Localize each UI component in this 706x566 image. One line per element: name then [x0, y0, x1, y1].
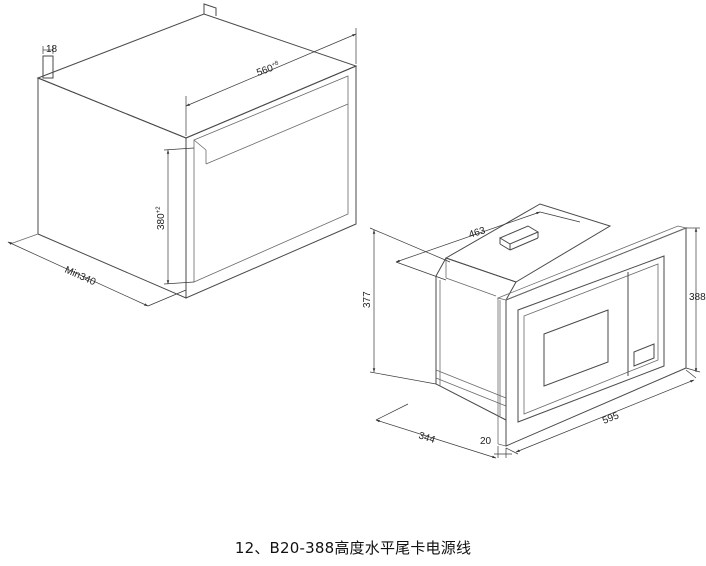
svg-text:560+8: 560+8: [255, 60, 281, 79]
dim-frame-width: 595: [505, 369, 697, 455]
dim-frame-height: 388: [685, 227, 706, 373]
dim-frame-thickness-label: 20: [480, 436, 492, 447]
dim-frame-thickness: 20: [480, 436, 512, 458]
dim-height-tol: +2: [156, 206, 162, 214]
microwave-top-bracket: [498, 225, 540, 245]
cabinet-drawing: [9, 3, 358, 299]
figure-caption: 12、B20-388高度水平尾卡电源线: [234, 539, 472, 557]
microwave-frame-outer: [505, 227, 687, 447]
dim-frame-width-label: 595: [601, 410, 621, 427]
cabinet-top-face: [36, 13, 358, 139]
svg-text:380+2: 380+2: [156, 206, 167, 230]
dim-body-depth: 463: [395, 211, 581, 281]
microwave-window: [543, 309, 609, 387]
dim-flange: 18: [42, 44, 58, 55]
dim-height: 380+2: [156, 147, 195, 285]
microwave-drawing: [435, 203, 688, 447]
dim-rear-depth-label: 344: [417, 430, 437, 446]
cabinet-opening: [193, 75, 349, 283]
dim-width: 560+8: [185, 28, 357, 136]
dim-rear-depth: 344: [375, 403, 497, 459]
dim-frame-height-label: 388: [689, 292, 706, 303]
dim-body-height-label: 377: [362, 291, 373, 308]
microwave-body-side: [435, 257, 517, 421]
microwave-display: [633, 343, 655, 367]
microwave-body-top: [444, 203, 612, 283]
dim-height-label: 380: [156, 213, 167, 230]
dim-body-depth-label: 463: [468, 225, 488, 241]
cabinet-flange-tab: [42, 55, 54, 79]
dim-flange-label: 18: [46, 44, 58, 55]
dim-width-tol: +8: [271, 60, 280, 68]
dim-depth-label: Min340: [63, 265, 98, 289]
dim-depth: Min340: [7, 241, 187, 307]
dim-body-height: 377: [362, 227, 451, 385]
cabinet-front-face: [185, 65, 357, 299]
cabinet-left-face: [37, 77, 187, 299]
